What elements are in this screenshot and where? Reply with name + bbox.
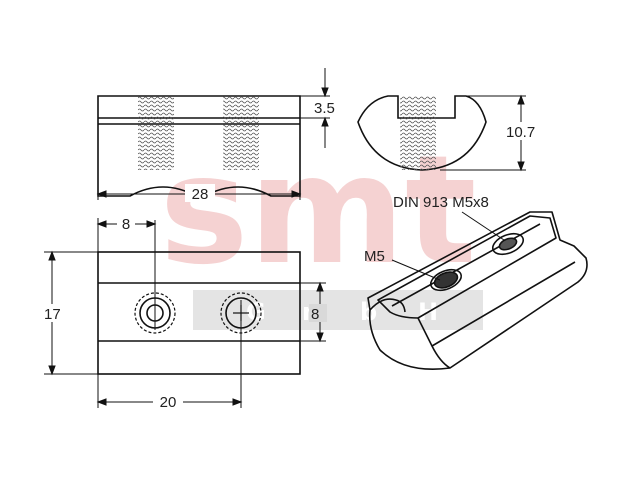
iso-hole-near	[429, 268, 463, 292]
side-view-thread	[400, 96, 436, 170]
top-view-thread-right	[223, 96, 259, 170]
label-thread: M5	[364, 248, 385, 265]
dim-bottom-right-height-label: 8	[311, 306, 319, 323]
label-din-spec: DIN 913 M5x8	[393, 194, 489, 211]
watermark-band	[193, 290, 483, 330]
dim-bottom-width-label: 20	[160, 394, 177, 411]
dim-top-height	[300, 68, 330, 148]
top-view	[97, 95, 301, 197]
iso-groove	[391, 223, 541, 307]
watermark-letter-3: b	[360, 298, 377, 326]
leader-thread	[391, 259, 441, 281]
bottom-view-outline	[97, 251, 301, 375]
dim-bottom-height-label: 17	[44, 306, 61, 323]
dim-side-height-label: 10.7	[506, 124, 535, 141]
bottom-view	[97, 220, 301, 408]
iso-top-surface	[377, 215, 557, 319]
iso-hole-far	[491, 232, 525, 256]
leader-din	[461, 211, 505, 241]
iso-lower-edge	[431, 345, 451, 369]
isometric-view	[367, 211, 588, 370]
dim-top-height-label: 3.5	[314, 100, 335, 117]
top-view-thread-left	[138, 96, 174, 170]
side-view-outline	[357, 95, 487, 171]
dim-top-width-label: 28	[192, 186, 209, 203]
side-view	[357, 95, 487, 171]
iso-body-outline	[367, 211, 588, 370]
dim-bottom-offset-label: 8	[122, 216, 130, 233]
iso-front-face	[369, 298, 406, 313]
